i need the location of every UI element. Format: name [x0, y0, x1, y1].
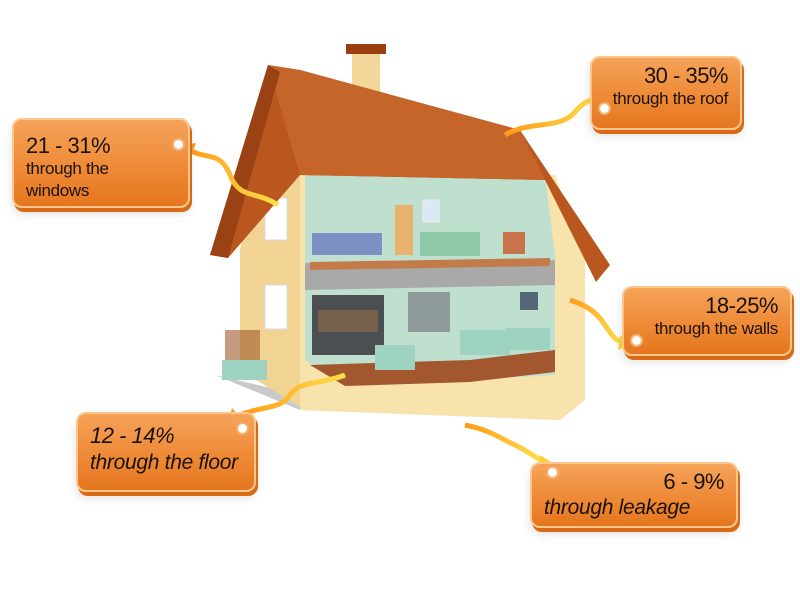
roof-loss-percent: 30 - 35%: [643, 63, 729, 88]
floor-loss-tag: 12 - 14% through the floor: [76, 412, 256, 492]
windows-loss-text: through the windows: [26, 159, 109, 200]
roof-loss-text: through the roof: [612, 89, 729, 108]
tag-hole-icon: [630, 334, 643, 347]
walls-loss-text: through the walls: [654, 319, 779, 338]
windows-loss-percent: 21 - 31%: [26, 133, 111, 158]
tag-hole-icon: [598, 102, 611, 115]
floor-loss-text: through the floor: [90, 451, 238, 474]
leakage-loss-percent: 6 - 9%: [663, 469, 724, 494]
tag-hole-icon: [236, 422, 249, 435]
tag-hole-icon: [546, 466, 559, 479]
walls-loss-tag: 18-25% through the walls: [622, 286, 792, 356]
roof-loss-tag: 30 - 35% through the roof: [590, 56, 742, 130]
leakage-loss-tag: 6 - 9% through leakage: [530, 462, 738, 528]
windows-loss-tag: 21 - 31% through the windows: [12, 118, 190, 208]
walls-loss-percent: 18-25%: [705, 293, 778, 318]
floor-loss-percent: 12 - 14%: [90, 423, 175, 448]
tag-hole-icon: [172, 138, 185, 151]
leakage-loss-text: through leakage: [544, 496, 691, 519]
